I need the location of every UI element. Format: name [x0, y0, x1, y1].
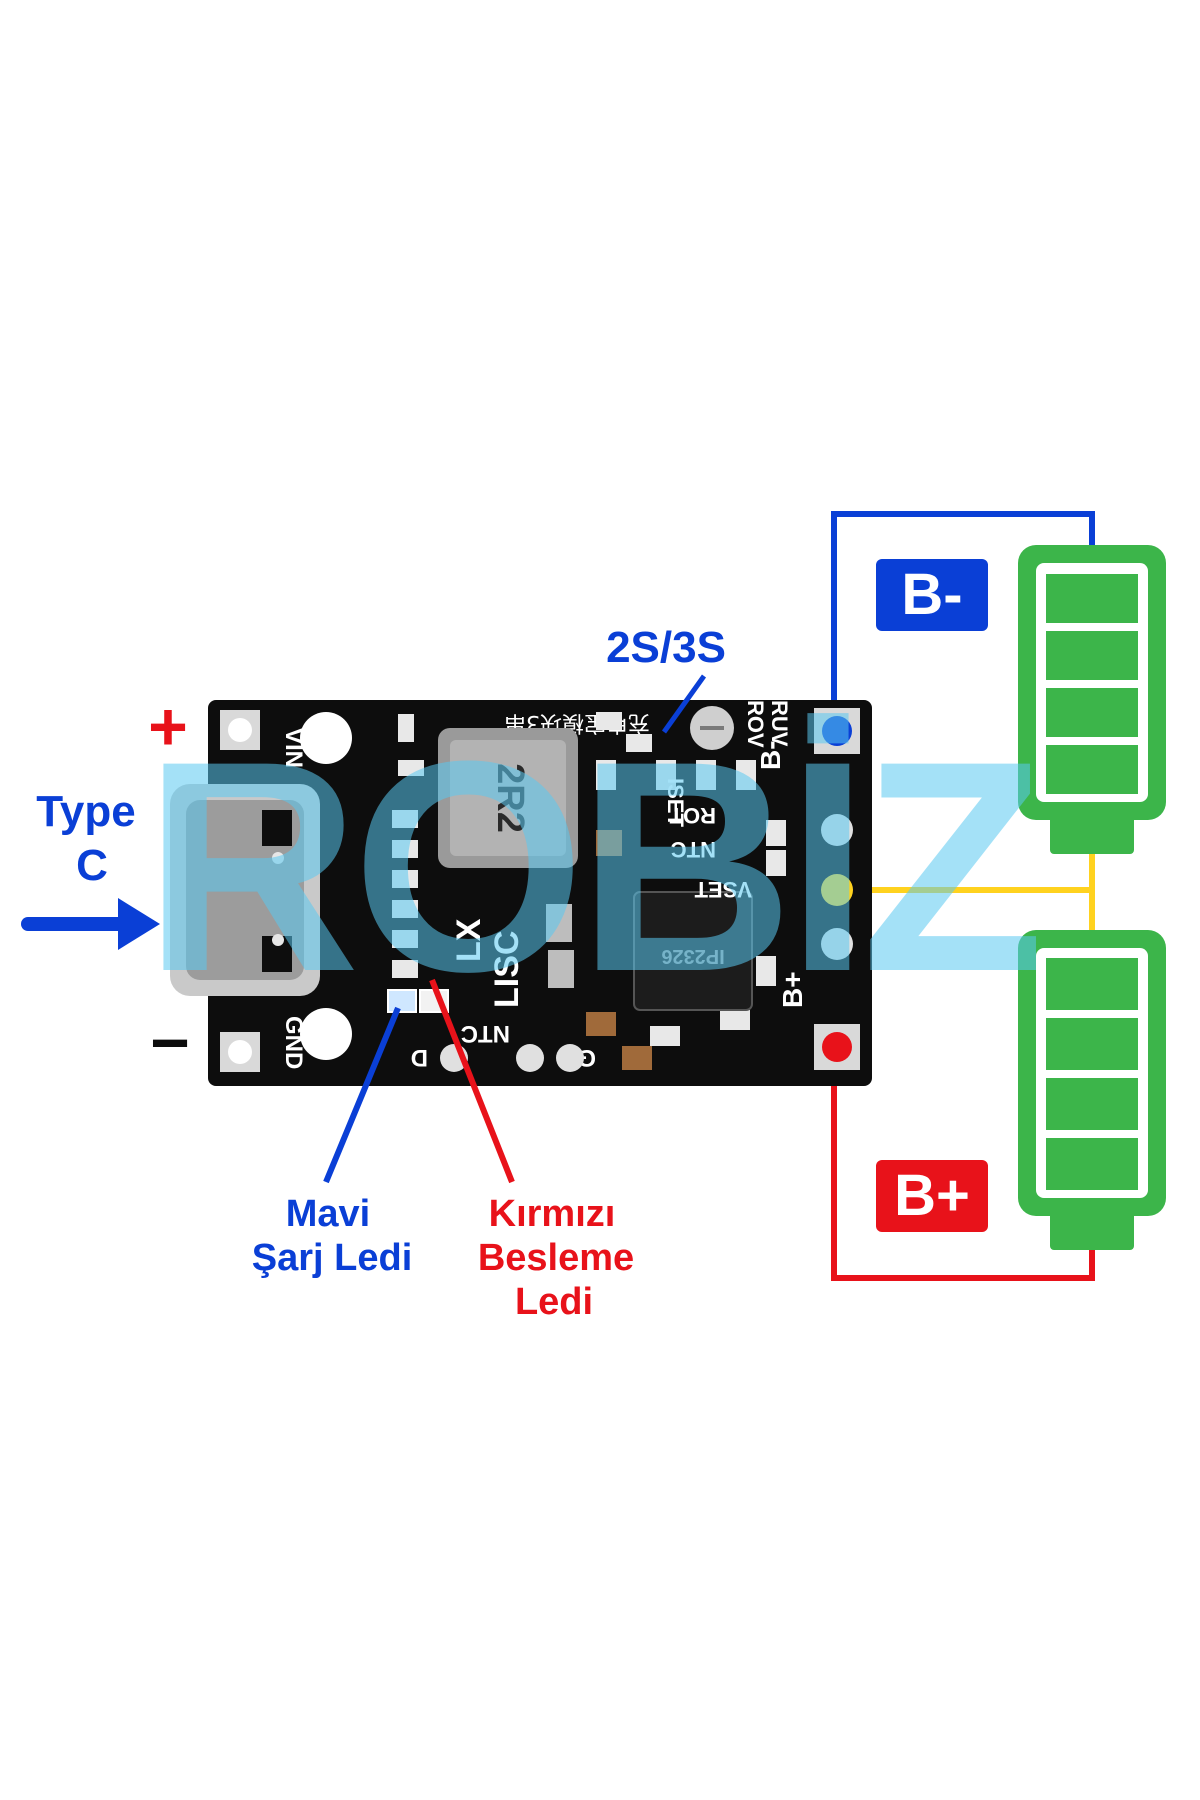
silk-vset: VSET: [694, 877, 752, 902]
pad-extra: [821, 928, 853, 960]
silk-rov: ROV: [743, 700, 768, 748]
silk-lisc: LISC: [488, 931, 526, 1008]
chip-label: IP2326: [661, 945, 724, 967]
pad-middle: [821, 874, 853, 906]
battery-icon: [1018, 545, 1166, 854]
mounting-hole: [300, 1008, 352, 1060]
silk-vin: VIN: [280, 728, 307, 768]
smd-components: [392, 712, 786, 1046]
pad-ntc: [516, 1044, 544, 1072]
wires: [831, 511, 1095, 1281]
blue-led-label-line2: Şarj Ledi: [252, 1237, 413, 1279]
smd-capacitor: [586, 1012, 616, 1036]
pad-g: [556, 1044, 584, 1072]
silk-iset: ISET: [663, 778, 688, 827]
b-minus-badge-label: B-: [901, 562, 962, 627]
usb-c-port-icon: [170, 784, 320, 996]
silk-ntc-bottom: NTC: [461, 1020, 510, 1047]
series-select-pointer: [661, 674, 707, 734]
blue-led-label-line1: Mavi: [286, 1193, 370, 1235]
red-led-label-line1: Kırmızı: [489, 1193, 616, 1235]
silk-ruv: RUV: [767, 700, 792, 747]
plus-label: +: [148, 689, 188, 765]
type-c-label-line2: C: [76, 841, 108, 890]
pad-b-plus: [814, 1024, 860, 1070]
b-plus-badge: B+: [876, 1160, 988, 1232]
pad-vset: [821, 814, 853, 846]
silk-gnd: GND: [280, 1016, 307, 1069]
smd-capacitor: [622, 1046, 652, 1070]
b-minus-badge: B-: [876, 559, 988, 631]
arrow-right-icon: [21, 898, 160, 950]
silk-b-plus: B+: [777, 971, 808, 1008]
silk-b-minus: B-: [755, 740, 786, 770]
battery-icon: [1018, 930, 1166, 1250]
charger-board: VIN GND 充电宝模块3串 2R2: [170, 700, 872, 1086]
smd-capacitor: [596, 830, 622, 856]
series-select-label: 2S/3S: [606, 623, 726, 672]
silk-ntc-right: NTC: [671, 837, 716, 862]
pad-vin: [220, 710, 260, 750]
smd-capacitor: [546, 904, 572, 942]
wire-blue-b-minus: [831, 511, 1095, 728]
mounting-hole: [300, 712, 352, 764]
pad-b-minus: [814, 708, 860, 754]
red-led-label-line2: Besleme: [478, 1237, 634, 1279]
silk-rot: ROT: [669, 803, 716, 828]
pad-gnd: [220, 1032, 260, 1072]
blue-charge-led: [387, 989, 417, 1013]
b-plus-badge-label: B+: [894, 1163, 970, 1228]
minus-label: −: [150, 1005, 190, 1081]
red-led-label-line3: Ledi: [515, 1281, 593, 1323]
silk-d: D: [411, 1044, 428, 1071]
red-led-pointer: [429, 978, 515, 1184]
wire-red-b-plus: [831, 1049, 1095, 1281]
type-c-label-line1: Type: [36, 787, 135, 836]
ic-chip: IP2326: [633, 891, 753, 1011]
inductor-label: 2R2: [489, 763, 531, 833]
inductor: 2R2: [438, 728, 578, 868]
smd-capacitor: [548, 950, 574, 988]
watermark: ROBİZ: [143, 698, 1039, 1034]
blue-led-pointer: [323, 1006, 401, 1184]
silk-lx: LX: [450, 918, 488, 962]
